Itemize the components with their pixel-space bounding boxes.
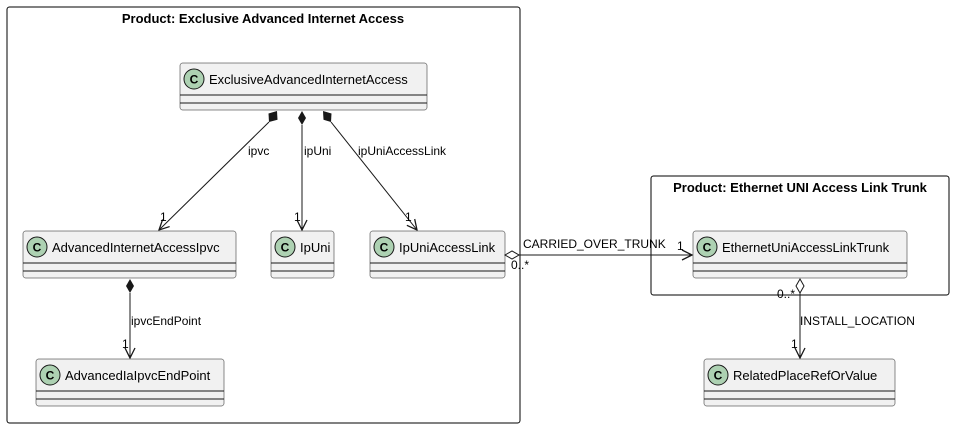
relation-ipvc-end-point[interactable]: ipvcEndPoint 1 — [122, 279, 202, 358]
class-exclusive-advanced-internet-access[interactable]: C ExclusiveAdvancedInternetAccess — [179, 62, 428, 111]
relation-carried-over-trunk[interactable]: CARRIED_OVER_TRUNK 0..* 1 — [503, 237, 692, 272]
class-ip-uni-access-link[interactable]: C IpUniAccessLink — [369, 230, 506, 279]
relation-install-location[interactable]: INSTALL_LOCATION 0..* 1 — [777, 277, 915, 358]
svg-text:C: C — [281, 241, 290, 255]
svg-text:C: C — [380, 241, 389, 255]
class-related-place-ref-or-value[interactable]: C RelatedPlaceRefOrValue — [703, 358, 896, 407]
source-multiplicity: 0..* — [777, 287, 795, 301]
class-ethernet-uni-access-link-trunk[interactable]: C EthernetUniAccessLinkTrunk — [692, 230, 908, 279]
target-multiplicity: 1 — [677, 239, 684, 253]
svg-text:C: C — [33, 241, 42, 255]
class-name: IpUni — [300, 240, 330, 255]
svg-text:C: C — [46, 369, 55, 383]
class-advanced-internet-access-ipvc[interactable]: C AdvancedInternetAccessIpvc — [22, 230, 237, 279]
class-name: AdvancedIaIpvcEndPoint — [65, 368, 211, 383]
relation-ip-uni-access-link[interactable]: ipUniAccessLink 1 — [323, 111, 447, 230]
composition-diamond — [298, 111, 306, 125]
class-icon — [707, 364, 729, 386]
class-advanced-ia-ipvc-end-point[interactable]: C AdvancedIaIpvcEndPoint — [35, 358, 225, 407]
relation-label: ipvcEndPoint — [131, 314, 202, 328]
relation-label: ipvc — [248, 144, 269, 158]
relation-label: INSTALL_LOCATION — [800, 314, 915, 328]
relation-ipvc[interactable]: ipvc 1 — [159, 111, 278, 230]
class-name: AdvancedInternetAccessIpvc — [52, 240, 220, 255]
relation-label: ipUni — [304, 144, 331, 158]
target-multiplicity: 1 — [160, 210, 167, 224]
package-exclusive-advanced-internet-access[interactable]: Product: Exclusive Advanced Internet Acc… — [6, 6, 521, 424]
class-icon — [39, 364, 61, 386]
class-icon — [696, 236, 718, 258]
relation-label: CARRIED_OVER_TRUNK — [523, 237, 666, 251]
target-multiplicity: 1 — [122, 337, 129, 351]
class-name: EthernetUniAccessLinkTrunk — [722, 240, 890, 255]
target-multiplicity: 1 — [791, 337, 798, 351]
composition-diamond — [323, 111, 332, 122]
composition-diamond — [268, 111, 278, 122]
target-multiplicity: 1 — [294, 210, 301, 224]
svg-text:C: C — [703, 241, 712, 255]
relation-label: ipUniAccessLink — [358, 144, 447, 158]
class-name: RelatedPlaceRefOrValue — [733, 368, 877, 383]
package-title: Product: Exclusive Advanced Internet Acc… — [122, 11, 404, 26]
aggregation-diamond — [795, 277, 805, 295]
svg-text:C: C — [190, 73, 199, 87]
composition-diamond — [126, 279, 134, 293]
package-title: Product: Ethernet UNI Access Link Trunk — [673, 180, 928, 195]
svg-text:C: C — [714, 369, 723, 383]
class-icon — [26, 236, 48, 258]
class-name: ExclusiveAdvancedInternetAccess — [209, 72, 408, 87]
source-multiplicity: 0..* — [511, 258, 529, 272]
relation-ip-uni[interactable]: ipUni 1 — [294, 111, 331, 230]
class-icon — [373, 236, 395, 258]
class-icon — [183, 68, 205, 90]
class-name: IpUniAccessLink — [399, 240, 496, 255]
class-icon — [274, 236, 296, 258]
target-multiplicity: 1 — [405, 210, 412, 224]
class-ip-uni[interactable]: C IpUni — [270, 230, 335, 279]
